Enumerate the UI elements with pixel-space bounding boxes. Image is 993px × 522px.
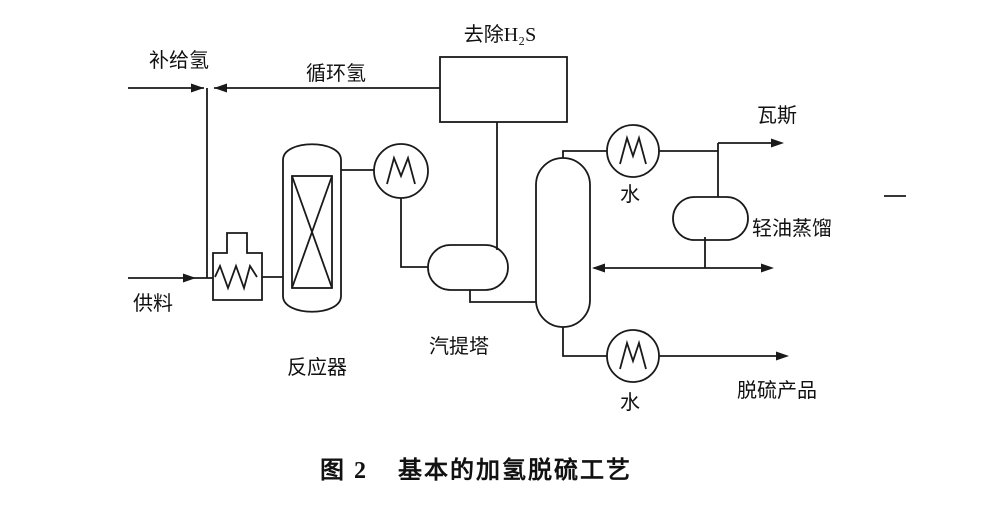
separator-drum [427, 244, 509, 291]
label-desulfurized-product: 脱硫产品 [737, 379, 817, 402]
gas-line [718, 138, 784, 148]
cooler-circle [606, 329, 660, 383]
label-gas: 瓦斯 [757, 104, 797, 127]
reflux-drum [672, 196, 749, 241]
stripper-bottoms-line [562, 327, 607, 357]
cooler-circle [606, 124, 660, 178]
arrowhead-left-icon [214, 83, 227, 93]
label-h2s-removal: 去除H₂S [464, 23, 537, 46]
makeup-hydrogen-line [128, 83, 204, 93]
cooler-to-separator-line [400, 198, 428, 268]
heater-coil-zigzag-icon [214, 263, 258, 291]
label-makeup-hydrogen: 补给氢 [149, 49, 209, 72]
cooler-circle [373, 143, 429, 199]
label-reactor: 反应器 [287, 356, 347, 379]
label-light-oil-distillate: 轻油蒸馏 [752, 217, 832, 240]
label-stripper: 汽提塔 [429, 335, 489, 358]
cooler-m-symbol [619, 134, 647, 165]
stripper-overhead-line [562, 150, 607, 158]
reflux-and-light-oil-line [592, 263, 774, 273]
arrowhead-right-icon [776, 351, 789, 361]
figure-caption-title: 基本的加氢脱硫工艺 [398, 456, 632, 484]
cooler-m-symbol [386, 155, 416, 185]
feed-line [128, 273, 213, 283]
label-feed: 供料 [133, 292, 173, 315]
overhead-condenser-icon [606, 124, 660, 178]
reactor-vessel [282, 143, 342, 313]
separator-liquid-line [469, 290, 537, 303]
desulfurized-product-line [659, 351, 789, 361]
label-water-bottom: 水 [620, 391, 640, 414]
catalyst-bed-diagonal [291, 175, 333, 289]
fired-heater-symbol [212, 232, 263, 301]
recycle-hydrogen-line [214, 83, 440, 93]
arrowhead-left-icon [592, 263, 605, 273]
arrowhead-right-icon [183, 273, 196, 283]
cooler-m-symbol [619, 339, 647, 370]
label-recycle-hydrogen: 循环氢 [306, 62, 366, 85]
stripper-column [535, 157, 591, 328]
h2s-removal-unit [439, 56, 568, 123]
effluent-cooler-icon [373, 143, 429, 199]
heater-body [212, 232, 263, 301]
arrowhead-right-icon [771, 138, 784, 148]
label-water-top: 水 [620, 183, 640, 206]
arrowhead-right-icon [761, 263, 774, 273]
arrowhead-right-icon [191, 83, 204, 93]
product-cooler-icon [606, 329, 660, 383]
figure-caption-number: 图 2 [320, 457, 368, 484]
